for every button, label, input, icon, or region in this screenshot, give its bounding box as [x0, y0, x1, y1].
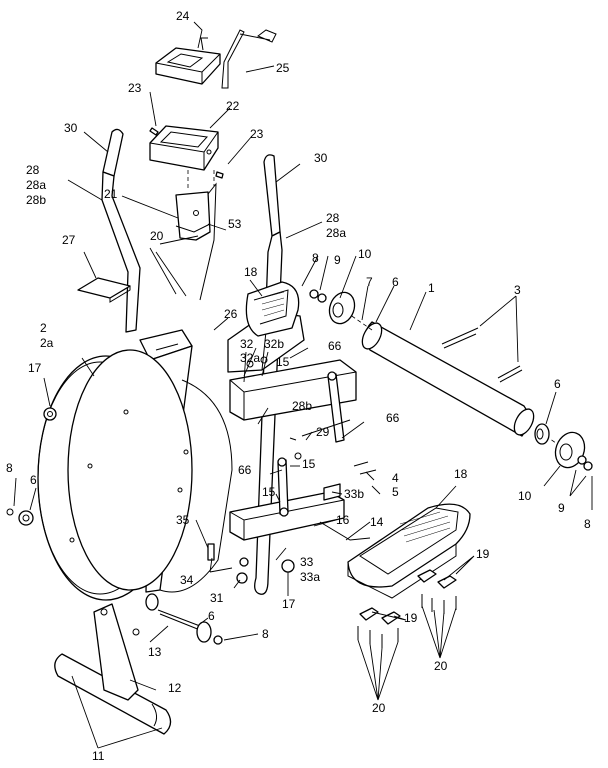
left-pedal: [245, 281, 300, 337]
callout-24: 24: [176, 9, 190, 23]
callout-20-right: 20: [434, 659, 448, 673]
right-pedal: [347, 503, 471, 599]
callout-7: 7: [366, 275, 373, 289]
callout-10-top: 10: [358, 247, 372, 261]
callout-28a-right: 28a: [326, 226, 346, 240]
callout-20-bottom: 20: [372, 701, 386, 715]
flywheel-cover: [37, 349, 233, 601]
callout-6-right: 6: [554, 377, 561, 391]
callout-8-bottom: 8: [262, 627, 269, 641]
callout-17-left: 17: [28, 361, 42, 375]
pedal-screws-20: [357, 594, 457, 648]
roller-wheel-left: [328, 291, 356, 325]
callout-32: 32: [240, 337, 254, 351]
callout-8-left: 8: [6, 461, 13, 475]
callout-25: 25: [276, 61, 290, 75]
callout-20-upper: 20: [150, 229, 164, 243]
callout-34: 34: [180, 573, 194, 587]
callout-11: 11: [92, 749, 105, 763]
callout-15-mid: 15: [302, 457, 316, 471]
front-axle-13: [145, 593, 223, 645]
callout-6-bottom: 6: [208, 609, 215, 623]
callout-29: 29: [316, 425, 330, 439]
callout-8-top: 8: [312, 251, 319, 265]
callout-15-low: 15: [262, 485, 276, 499]
front-stabilizer: [54, 603, 172, 735]
callout-15-top: 15: [276, 355, 290, 369]
callout-23-left: 23: [128, 81, 142, 95]
callout-9-right: 9: [558, 501, 565, 515]
callout-3: 3: [514, 283, 521, 297]
callout-9-top: 9: [334, 253, 341, 267]
upright-post: [175, 170, 217, 301]
callout-6-left: 6: [30, 473, 37, 487]
leader-lines: [13, 21, 593, 749]
callout-28-left: 28: [26, 163, 40, 177]
callout-1: 1: [428, 281, 435, 295]
callout-18-left: 18: [244, 265, 258, 279]
callout-labels: 24 25 23 22 23 30 28 28a 28b 21 30 28 28…: [6, 9, 591, 763]
callout-26: 26: [224, 307, 238, 321]
callout-32b: 32b: [264, 337, 284, 351]
callout-30-right: 30: [314, 151, 328, 165]
console-computer: [155, 37, 221, 85]
callout-66-mid: 66: [238, 463, 252, 477]
console-bracket: [149, 125, 219, 171]
callout-27: 27: [62, 233, 76, 247]
callout-22: 22: [226, 99, 240, 113]
callout-17-bottom: 17: [282, 597, 296, 611]
bracket-27: [77, 277, 131, 303]
callout-2: 2: [40, 321, 47, 335]
callout-21: 21: [104, 187, 118, 201]
callout-6-top: 6: [392, 275, 399, 289]
roller-wheel-right: [554, 431, 586, 469]
callout-18-right: 18: [454, 467, 468, 481]
callout-28b-left: 28b: [26, 193, 46, 207]
callout-19-right: 19: [476, 547, 490, 561]
callout-12: 12: [168, 681, 182, 695]
callout-33b: 33b: [344, 487, 364, 501]
callout-8-right: 8: [584, 517, 591, 531]
console-screws: [149, 127, 224, 179]
callout-14: 14: [370, 515, 384, 529]
pulse-sensor-cable: [221, 29, 277, 89]
callout-23-right: 23: [250, 127, 264, 141]
left-handlebar: [101, 128, 141, 333]
callout-28a-left: 28a: [26, 178, 46, 192]
callout-33: 33: [300, 555, 314, 569]
callout-10-right: 10: [518, 489, 532, 503]
fasteners: [6, 356, 377, 584]
callout-13: 13: [148, 645, 162, 659]
callout-30-left: 30: [64, 121, 78, 135]
pedal-brackets-19: [359, 569, 457, 625]
callout-16: 16: [336, 513, 350, 527]
callout-4: 4: [392, 471, 399, 485]
callout-66-right: 66: [386, 411, 400, 425]
callout-28-right: 28: [326, 211, 340, 225]
callout-66-top: 66: [328, 339, 342, 353]
bushing-6-right: [534, 423, 550, 445]
link-arm-upper: [327, 371, 345, 443]
callout-31: 31: [210, 591, 224, 605]
bolts-3: [441, 327, 523, 383]
callout-19-left: 19: [404, 611, 418, 625]
callout-28b-mid: 28b: [292, 399, 312, 413]
callout-32a: 32a: [240, 351, 260, 365]
callout-5: 5: [392, 485, 399, 499]
washers-9: [309, 289, 593, 471]
callout-33a: 33a: [300, 570, 320, 584]
callout-35: 35: [176, 513, 190, 527]
callout-53: 53: [228, 217, 242, 231]
rear-axle-tube: [345, 311, 567, 451]
callout-2a: 2a: [40, 336, 54, 350]
link-arm-lower: [277, 457, 289, 517]
